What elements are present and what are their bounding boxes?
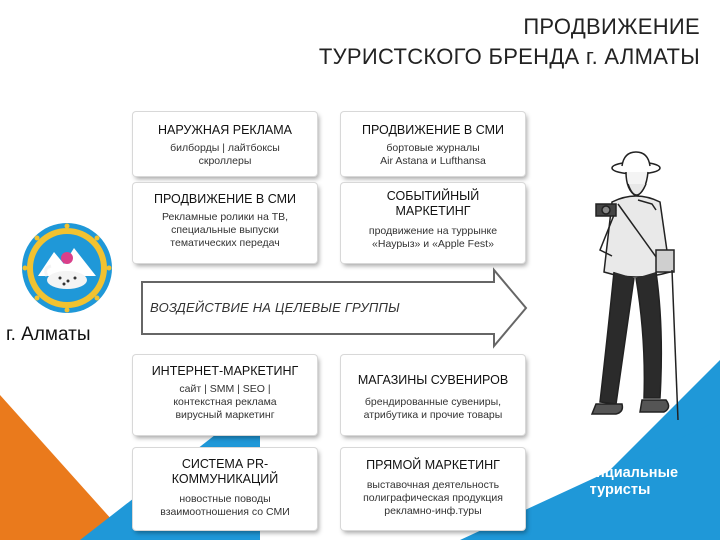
box-subtext: продвижение на туррынке «Наурыз» и «Appl… <box>368 225 498 250</box>
box-subtext: выставочная деятельность полиграфическая… <box>363 479 503 517</box>
box-subtext: сайт | SMM | SEO | контекстная реклама в… <box>173 383 277 421</box>
box-subtext: бортовые журналы Air Astana и Lufthansa <box>380 142 486 167</box>
box-heading: ПРОДВИЖЕНИЕ В СМИ <box>153 192 297 206</box>
slide-title: ПРОДВИЖЕНИЕ ТУРИСТСКОГО БРЕНДА г. АЛМАТЫ <box>319 12 700 72</box>
almaty-emblem-icon <box>22 223 112 313</box>
city-label: г. Алматы <box>6 324 91 345</box>
box-subtext: новостные поводы взаимоотношения со СМИ <box>160 493 290 518</box>
box-heading: СОБЫТИЙНЫЙ МАРКЕТИНГ <box>386 189 480 218</box>
box-event-marketing: СОБЫТИЙНЫЙ МАРКЕТИНГ продвижение на турр… <box>341 183 525 263</box>
box-media-tv: ПРОДВИЖЕНИЕ В СМИ Рекламные ролики на ТВ… <box>133 183 317 263</box>
box-heading: ПРЯМОЙ МАРКЕТИНГ <box>366 458 500 472</box>
arrow-label: ВОЗДЕЙСТВИЕ НА ЦЕЛЕВЫЕ ГРУППЫ <box>150 300 400 315</box>
title-line-1: ПРОДВИЖЕНИЕ <box>523 14 700 39</box>
box-direct-marketing: ПРЯМОЙ МАРКЕТИНГ выставочная деятельност… <box>341 448 525 530</box>
orange-triangle <box>0 395 130 540</box>
box-subtext: Рекламные ролики на ТВ, специальные выпу… <box>161 211 289 249</box>
box-outdoor-ads: НАРУЖНАЯ РЕКЛАМА билборды | лайтбоксы ск… <box>133 112 317 176</box>
box-heading: МАГАЗИНЫ СУВЕНИРОВ <box>357 373 509 387</box>
influence-arrow <box>141 267 528 349</box>
title-line-2: ТУРИСТСКОГО БРЕНДА г. АЛМАТЫ <box>318 44 700 69</box>
box-heading: СИСТЕМА PR-КОММУНИКАЦИЙ <box>171 457 279 486</box>
box-heading: НАРУЖНАЯ РЕКЛАМА <box>157 123 293 137</box>
box-internet-marketing: ИНТЕРНЕТ-МАРКЕТИНГ сайт | SMM | SEO | ко… <box>133 355 317 435</box>
tourist-label: Потенциальные туристы <box>561 465 679 498</box>
box-media-magazines: ПРОДВИЖЕНИЕ В СМИ бортовые журналы Air A… <box>341 112 525 176</box>
box-heading: ИНТЕРНЕТ-МАРКЕТИНГ <box>151 364 299 378</box>
blue-band-right <box>300 420 720 540</box>
box-subtext: билборды | лайтбоксы скроллеры <box>170 142 280 167</box>
box-souvenir-shops: МАГАЗИНЫ СУВЕНИРОВ брендированные сувени… <box>341 355 525 435</box>
tourist-illustration-icon <box>590 151 679 421</box>
box-subtext: брендированные сувениры, атрибутика и пр… <box>363 396 503 421</box>
box-pr-system: СИСТЕМА PR-КОММУНИКАЦИЙ новостные поводы… <box>133 448 317 530</box>
box-heading: ПРОДВИЖЕНИЕ В СМИ <box>361 123 505 137</box>
